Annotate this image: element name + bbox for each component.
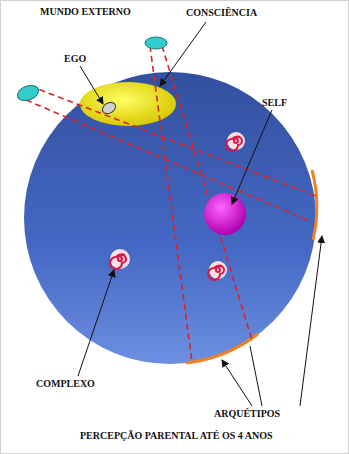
ego-label: EGO: [64, 53, 86, 65]
archetypes-label: ARQUÉTIPOS: [214, 408, 280, 420]
consciousness-ellipse: [80, 82, 176, 126]
parental-perception-label: PERCEPÇÃO PARENTAL ATÉ OS 4 ANOS: [80, 430, 273, 442]
self-label: SELF: [262, 97, 287, 109]
self-sphere: [204, 193, 246, 235]
complex-spiral: [226, 132, 245, 151]
ego-ellipse: [100, 100, 117, 116]
complex-spiral: [208, 261, 227, 280]
archetype-arc: [186, 334, 258, 363]
consciousness-label: CONSCIÊNCIA: [186, 7, 257, 19]
complex-label: COMPLEXO: [36, 378, 95, 390]
perception-lines: [26, 46, 316, 362]
external-world-ellipse: [145, 37, 167, 49]
external-world-label: MUNDO EXTERNO: [40, 6, 131, 18]
complex-spiral: [110, 249, 130, 269]
external-world-ellipse: [15, 83, 40, 104]
archetype-arc: [312, 170, 317, 240]
psyche-sphere: [24, 72, 316, 364]
leader-lines: [78, 22, 322, 406]
